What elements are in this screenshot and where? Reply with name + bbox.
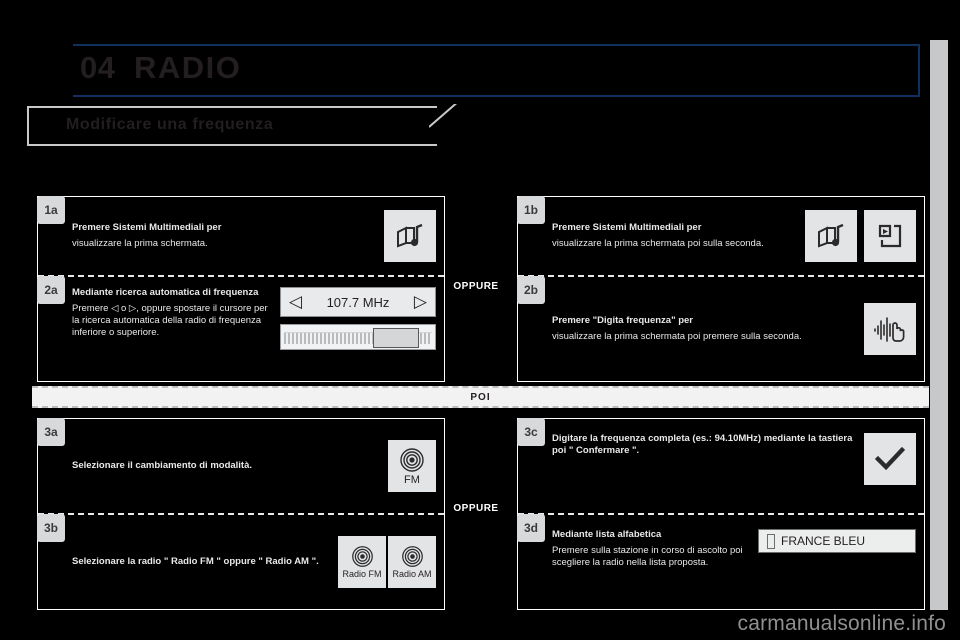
step-text-strong: Premere Sistemi Multimediali per <box>72 222 222 233</box>
tile-caption: FM <box>404 473 420 486</box>
step-text: Premere Sistemi Multimediali per visuali… <box>552 222 805 250</box>
frequency-prev-button[interactable]: ◁ <box>289 292 303 311</box>
step-2a: 2a Mediante ricerca automatica di freque… <box>37 275 444 381</box>
step-text: Mediante lista alfabetica Premere sulla … <box>552 529 758 569</box>
page-title: RADIO <box>134 50 242 85</box>
multimedia-icon[interactable] <box>384 210 436 262</box>
step-text-strong: Mediante ricerca automatica di frequenza <box>72 287 259 298</box>
step-text: Mediante ricerca automatica di frequenza… <box>72 287 280 339</box>
step-2b: 2b Premere "Digita frequenza" per visual… <box>517 275 924 381</box>
radio-am-icon[interactable]: Radio AM <box>388 536 436 588</box>
radio-fm-icon[interactable]: Radio FM <box>338 536 386 588</box>
steps-column-bottom-left: 3a Selezionare il cambiamento di modalit… <box>37 418 445 610</box>
page-right-rail <box>930 40 948 610</box>
step-visual <box>864 303 916 355</box>
separator-oppure-top: OPPURE <box>453 281 499 292</box>
step-visual: ◁ 107.7 MHz ▷ <box>280 287 436 350</box>
step-visual: Radio FM Radio AM <box>338 536 436 588</box>
step-text-strong: Premere Sistemi Multimediali per <box>552 222 702 233</box>
step-badge: 1a <box>37 196 65 224</box>
step-3a: 3a Selezionare il cambiamento di modalit… <box>37 418 444 513</box>
step-text-strong: Mediante lista alfabetica <box>552 529 662 540</box>
step-badge: 1b <box>517 196 545 224</box>
step-text-normal: visualizzare la prima schermata poi sull… <box>552 238 764 249</box>
step-text: Digitare la frequenza completa (es.: 94.… <box>552 433 864 457</box>
frequency-value: 107.7 MHz <box>326 294 390 310</box>
steps-column-bottom-right: 3c Digitare la frequenza completa (es.: … <box>517 418 925 610</box>
step-text-normal: visualizzare la prima schermata poi prem… <box>552 331 802 342</box>
step-text: Premere Sistemi Multimediali per visuali… <box>72 222 384 250</box>
source-input-icon[interactable] <box>864 210 916 262</box>
step-3c: 3c Digitare la frequenza completa (es.: … <box>517 418 924 513</box>
step-badge: 2a <box>37 276 65 304</box>
chapter-header-cut <box>25 42 73 99</box>
separator-oppure-bottom: OPPURE <box>453 503 499 514</box>
step-visual: FRANCE BLEU <box>758 529 916 553</box>
list-glyph-icon <box>767 533 775 549</box>
frequency-next-button[interactable]: ▷ <box>413 292 427 311</box>
step-visual <box>864 433 916 485</box>
frequency-display: ◁ 107.7 MHz ▷ <box>280 287 436 317</box>
multimedia-icon[interactable] <box>805 210 857 262</box>
step-badge: 3c <box>517 418 545 446</box>
step-badge: 2b <box>517 276 545 304</box>
checkmark-icon[interactable] <box>864 433 916 485</box>
step-visual: FM <box>388 440 436 492</box>
step-visual <box>805 210 916 262</box>
step-1a: 1a Premere Sistemi Multimediali per visu… <box>37 196 444 275</box>
step-badge: 3d <box>517 514 545 542</box>
step-1b: 1b Premere Sistemi Multimediali per visu… <box>517 196 924 275</box>
step-text-normal: Digitare la frequenza completa (es.: 94.… <box>552 433 853 456</box>
step-text: Premere "Digita frequenza" per visualizz… <box>552 315 864 343</box>
section-title: Modificare una frequenza <box>66 116 274 133</box>
step-badge: 3a <box>37 418 65 446</box>
step-text-normal: Selezionare il cambiamento di modalità. <box>72 460 253 471</box>
station-list-button[interactable]: FRANCE BLEU <box>758 529 916 553</box>
separator-poi: POI <box>32 386 929 408</box>
chapter-number: 04 <box>80 50 116 85</box>
step-text-strong: Premere "Digita frequenza" per <box>552 315 693 326</box>
tile-caption: Radio FM <box>342 569 382 579</box>
touch-waveform-icon[interactable] <box>864 303 916 355</box>
station-name: FRANCE BLEU <box>781 534 866 548</box>
step-3b: 3b Selezionare la radio " Radio FM " opp… <box>37 513 444 609</box>
step-text: Selezionare la radio " Radio FM " oppure… <box>72 556 338 568</box>
step-3d: 3d Mediante lista alfabetica Premere sul… <box>517 513 924 609</box>
radio-mode-fm-icon[interactable]: FM <box>388 440 436 492</box>
step-text-normal: visualizzare la prima schermata. <box>72 238 208 249</box>
tile-caption: Radio AM <box>392 569 432 579</box>
step-text-normal: Premere sulla stazione in corso di ascol… <box>552 545 743 568</box>
step-text: Selezionare il cambiamento di modalità. <box>72 460 388 472</box>
step-text-normal: Premere ◁ o ▷, oppure spostare il cursor… <box>72 303 268 338</box>
frequency-slider[interactable] <box>280 324 436 350</box>
watermark: carmanualsonline.info <box>737 612 946 635</box>
separator-poi-label: POI <box>470 391 491 403</box>
steps-column-top-left: 1a Premere Sistemi Multimediali per visu… <box>37 196 445 382</box>
frequency-slider-thumb[interactable] <box>373 328 419 348</box>
steps-column-top-right: 1b Premere Sistemi Multimediali per visu… <box>517 196 925 382</box>
step-text-normal: Selezionare la radio " Radio FM " oppure… <box>72 556 319 567</box>
step-badge: 3b <box>37 514 65 542</box>
step-visual <box>384 210 436 262</box>
section-header-corner <box>429 104 481 150</box>
